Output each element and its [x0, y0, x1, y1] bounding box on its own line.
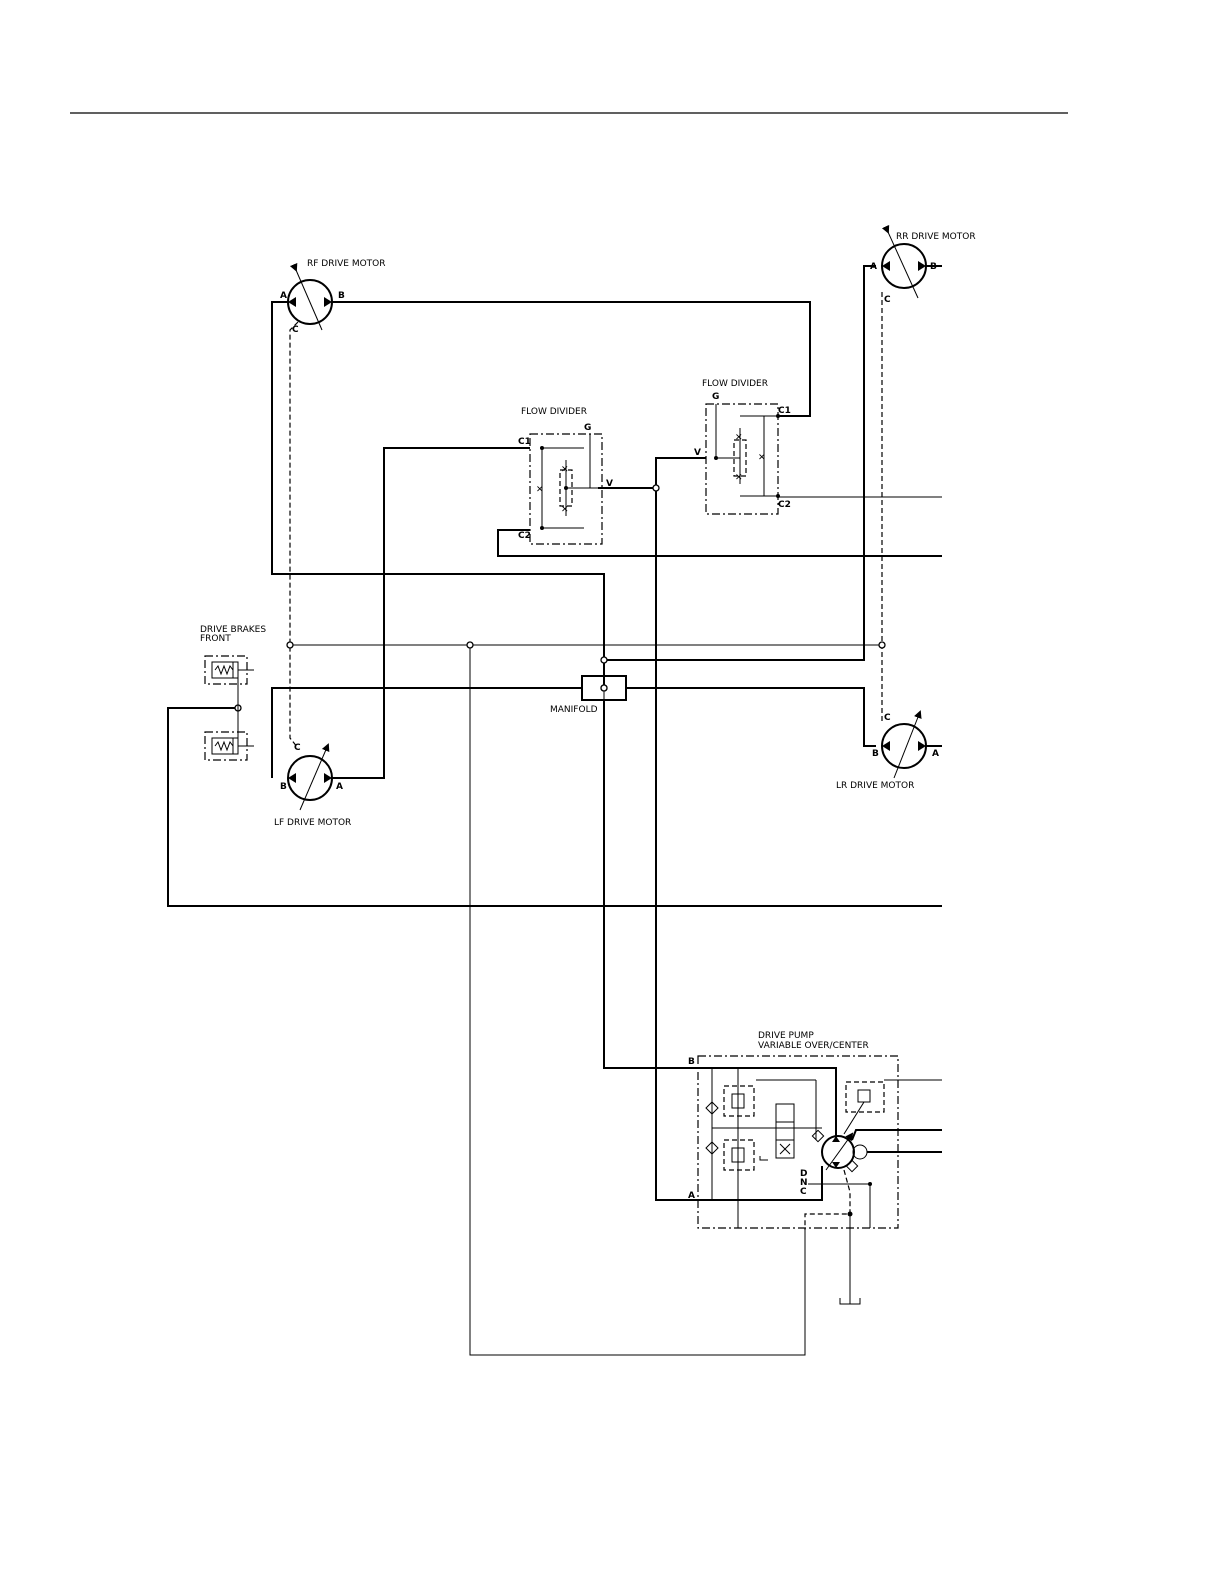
pump-port-a: A	[688, 1191, 695, 1201]
drive-pump: DRIVE PUMP VARIABLE OVER/CENTER B A D N …	[688, 1031, 942, 1304]
lr-port-c: C	[884, 713, 891, 723]
svg-text:✕: ✕	[735, 473, 743, 483]
lf-drive-motor: LF DRIVE MOTOR A B C	[274, 743, 351, 828]
lr-port-a: A	[932, 749, 939, 759]
svg-text:✕: ✕	[536, 485, 544, 495]
fd-right-g: G	[712, 392, 719, 402]
flow-divider-left: ✕ ✕ ✕ FLOW DIVIDER C1 C2 G V	[518, 407, 613, 544]
lr-motor-label: LR DRIVE MOTOR	[836, 781, 914, 791]
fd-left-c1: C1	[518, 437, 531, 447]
lf-port-c: C	[294, 743, 301, 753]
rr-drive-motor: RR DRIVE MOTOR A B C	[870, 232, 976, 305]
fd-left-v: V	[606, 479, 613, 489]
lf-motor-label: LF DRIVE MOTOR	[274, 818, 351, 828]
fd-right-c2: C2	[778, 500, 791, 510]
rf-port-b: B	[338, 291, 345, 301]
manifold-label: MANIFOLD	[550, 705, 598, 715]
rr-port-a: A	[870, 262, 877, 272]
lr-drive-motor: LR DRIVE MOTOR A B C	[836, 712, 942, 791]
flow-divider-right: ✕ ✕ ✕ FLOW DIVIDER C1 C2 G V	[694, 379, 791, 514]
pump-label-1: DRIVE PUMP	[758, 1031, 814, 1041]
fd-right-c1: C1	[778, 406, 791, 416]
pump-label-2: VARIABLE OVER/CENTER	[758, 1041, 869, 1051]
fd-right-label: FLOW DIVIDER	[702, 379, 768, 389]
svg-text:✕: ✕	[561, 465, 569, 475]
rf-motor-label: RF DRIVE MOTOR	[307, 259, 386, 269]
svg-text:✕: ✕	[758, 453, 766, 463]
fd-left-label: FLOW DIVIDER	[521, 407, 587, 417]
lf-port-a: A	[336, 782, 343, 792]
pump-port-b: B	[688, 1057, 695, 1067]
junctions	[235, 485, 885, 711]
rf-port-a: A	[280, 291, 287, 301]
fd-left-g: G	[584, 423, 591, 433]
rr-port-c: C	[884, 295, 891, 305]
rr-port-b: B	[930, 262, 937, 272]
svg-text:✕: ✕	[735, 433, 743, 443]
lf-port-b: B	[280, 782, 287, 792]
pump-port-c: C	[800, 1187, 807, 1197]
rr-motor-label: RR DRIVE MOTOR	[896, 232, 976, 242]
svg-text:✕: ✕	[561, 505, 569, 515]
fd-right-v: V	[694, 448, 701, 458]
brakes-label-2: FRONT	[200, 634, 231, 644]
manifold: MANIFOLD	[550, 676, 626, 715]
rf-port-c: C	[292, 325, 299, 335]
drive-brakes-front: DRIVE BRAKES FRONT	[200, 625, 266, 760]
fd-left-c2: C2	[518, 531, 531, 541]
hydraulic-lines	[168, 266, 942, 1355]
lr-port-b: B	[872, 749, 879, 759]
